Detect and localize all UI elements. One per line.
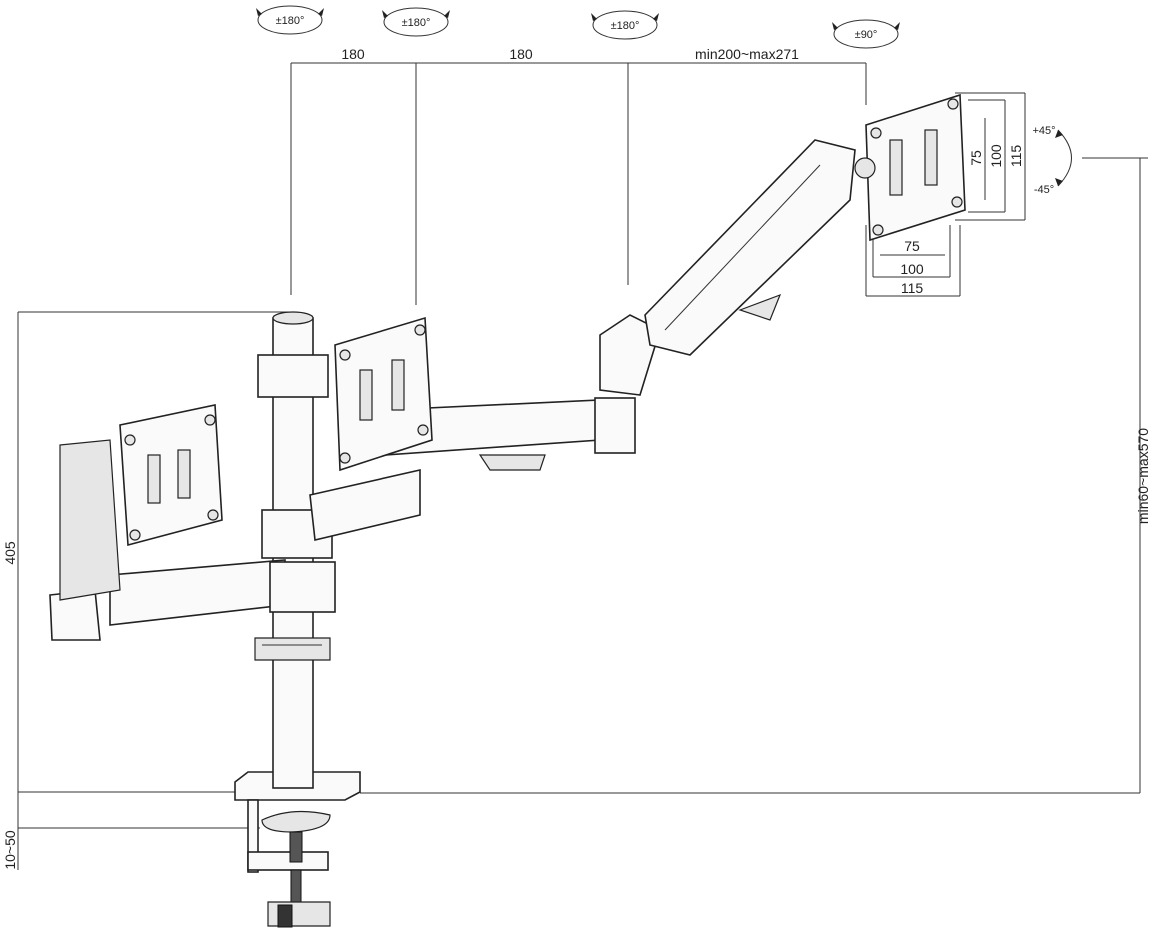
vesa-plate-middle <box>257 316 433 472</box>
dimension-arm3: min200~max271 <box>695 46 799 62</box>
arrow-icon <box>653 13 659 21</box>
rotation-label: ±180° <box>402 17 431 29</box>
dimension-clamp-range: 10~50 <box>2 830 18 870</box>
rotation-label: ±180° <box>276 15 305 27</box>
vesa-v-100: 100 <box>988 144 1004 168</box>
gas-spring-arm <box>599 139 856 396</box>
vesa-h-115: 115 <box>901 280 924 296</box>
rotation-indicator-3: ±180° <box>591 10 659 40</box>
rotation-label: ±180° <box>611 20 640 32</box>
arrow-icon <box>1055 178 1063 186</box>
tilt-down-label: -45° <box>1034 184 1054 196</box>
rotation-label: ±90° <box>855 29 878 41</box>
vesa-v-75: 75 <box>968 150 984 166</box>
top-dimension-line: 180 180 min200~max271 <box>290 46 867 305</box>
dimension-pole-height: 405 <box>2 541 18 565</box>
arrow-icon <box>894 22 900 30</box>
tilt-up-label: +45° <box>1032 125 1055 137</box>
rotation-indicator-2: ±180° <box>382 7 450 37</box>
rotation-indicator-4: ±90° <box>832 19 900 49</box>
arrow-icon <box>382 10 388 18</box>
dimension-height-range: min60~max570 <box>1135 428 1151 524</box>
arrow-icon <box>444 10 450 18</box>
arrow-icon <box>591 13 597 21</box>
vesa-h-100: 100 <box>900 261 924 277</box>
arrow-icon <box>1055 130 1063 138</box>
middle-arm <box>309 397 636 541</box>
dimension-arm2: 180 <box>509 46 533 62</box>
tilt-indicator: +45° -45° <box>1032 125 1072 196</box>
vesa-plate-right <box>854 93 966 242</box>
vesa-dimension-lines: 75 100 115 75 100 115 <box>865 92 1026 297</box>
left-dimension-lines: 405 10~50 <box>2 311 290 870</box>
arrow-icon <box>318 8 324 16</box>
vesa-v-115: 115 <box>1008 145 1024 168</box>
rotation-indicator-1: ±180° <box>256 5 324 35</box>
right-dimension-lines: min60~max570 <box>360 157 1151 794</box>
desk-clamp <box>234 771 361 928</box>
vesa-plate-left <box>119 404 223 547</box>
vesa-h-75: 75 <box>904 238 920 254</box>
arrow-icon <box>832 22 838 30</box>
dimension-arm1: 180 <box>341 46 365 62</box>
arrow-icon <box>256 8 262 16</box>
